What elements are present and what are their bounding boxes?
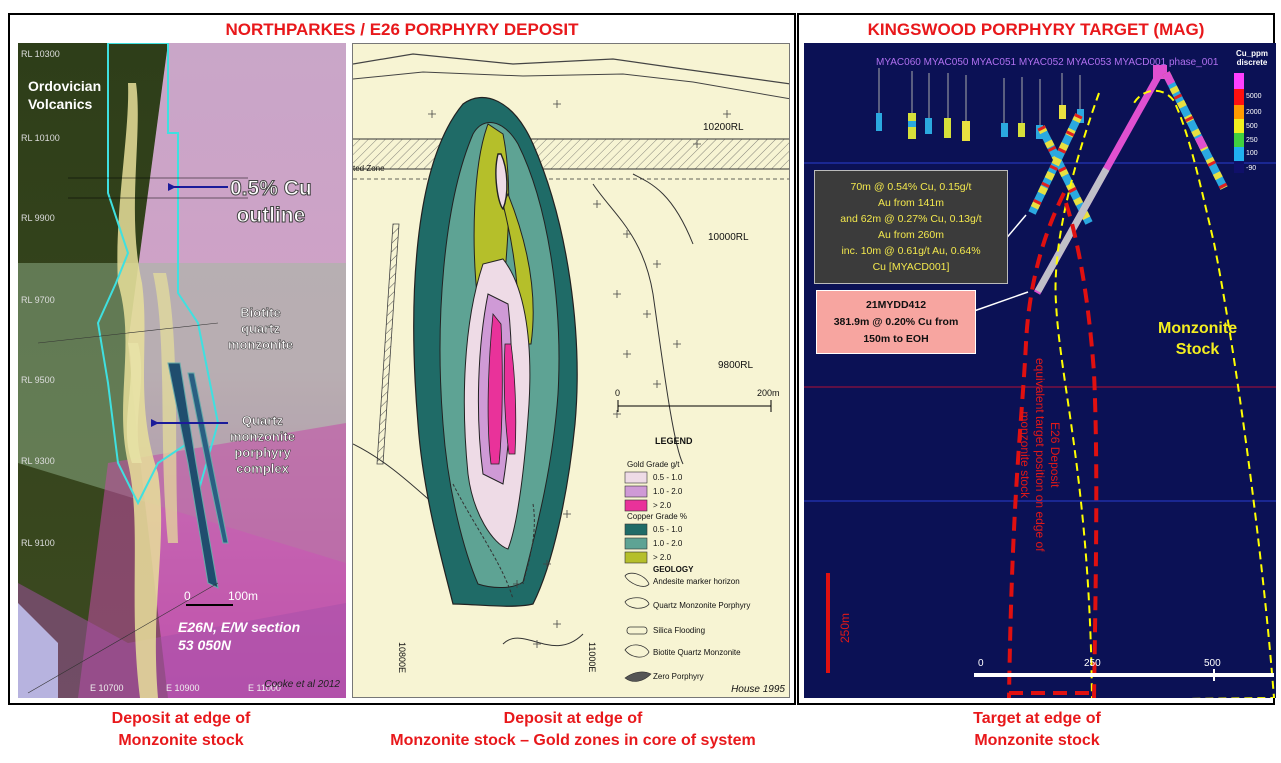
map-rl-label: 9800RL bbox=[718, 360, 753, 371]
cu-legend-bar bbox=[1234, 73, 1244, 173]
cu-legend-value: 500 bbox=[1246, 123, 1258, 130]
legend-copper-item: 0.5 - 1.0 bbox=[653, 525, 682, 534]
drill-holes bbox=[876, 68, 1084, 141]
section-figure bbox=[18, 43, 346, 698]
legend-geology-item: Zero Porphyry bbox=[653, 672, 704, 681]
right-title: KINGSWOOD PORPHYRY TARGET (MAG) bbox=[799, 20, 1273, 40]
scale-bar-label: 250m bbox=[838, 613, 852, 643]
hole-label: MYAC060 bbox=[876, 57, 921, 68]
credit-cooke: Cooke et al 2012 bbox=[264, 679, 340, 690]
rl-label: RL 10100 bbox=[21, 133, 60, 143]
rl-label: RL 9500 bbox=[21, 375, 55, 385]
legend-gold-item: > 2.0 bbox=[653, 501, 671, 510]
scale-zero: 0 bbox=[184, 589, 191, 603]
cu-legend-value: 100 bbox=[1246, 150, 1258, 157]
map-e-label: 11000E bbox=[587, 642, 597, 672]
legend-geology-item: Andesite marker horizon bbox=[653, 577, 740, 586]
zone-label: ted Zone bbox=[353, 164, 385, 173]
rl-label: RL 9300 bbox=[21, 456, 55, 466]
legend-title: LEGEND bbox=[655, 436, 693, 446]
hole-label: phase_001 bbox=[1169, 57, 1219, 68]
map-scale-zero: 0 bbox=[615, 388, 620, 398]
map-rl-label: 10200RL bbox=[703, 122, 744, 133]
hole-label: MYAC050 bbox=[924, 57, 969, 68]
hole-label: MYACD001 bbox=[1114, 57, 1166, 68]
map-rl-label: 10000RL bbox=[708, 232, 749, 243]
cu-legend-value: 5000 bbox=[1246, 93, 1262, 100]
rl-label: RL 9100 bbox=[21, 538, 55, 548]
axis-label: 250 bbox=[1084, 658, 1101, 669]
legend-gold-item: 0.5 - 1.0 bbox=[653, 473, 682, 482]
hole-labels: MYAC060 MYAC050 MYAC051 MYAC052 MYAC053 … bbox=[876, 57, 1218, 68]
scale-label: 100m bbox=[228, 589, 258, 603]
legend-geology-item: Biotite Quartz Monzonite bbox=[653, 648, 741, 657]
axis-label: 500 bbox=[1204, 658, 1221, 669]
rl-label: RL 9700 bbox=[21, 295, 55, 305]
axis-label: 0 bbox=[978, 658, 984, 669]
map-figure bbox=[353, 44, 790, 698]
e-label: E 10900 bbox=[166, 683, 200, 693]
cu-legend-value: 2000 bbox=[1246, 109, 1262, 116]
e-label: E 10700 bbox=[90, 683, 124, 693]
copper-grade-title: Copper Grade % bbox=[627, 512, 687, 521]
map-e-label: 10800E bbox=[397, 642, 407, 673]
legend-geology-item: Quartz Monzonite Porphyry bbox=[653, 601, 750, 610]
cu-legend-value: 250 bbox=[1246, 137, 1258, 144]
legend-geology-item: Silica Flooding bbox=[653, 626, 705, 635]
map-panel: 10200RL 10000RL 9800RL ted Zone 0 200m 1… bbox=[352, 43, 790, 698]
legend-copper-item: > 2.0 bbox=[653, 553, 671, 562]
rl-label: RL 10300 bbox=[21, 49, 60, 59]
kingswood-panel: MYAC060 MYAC050 MYAC051 MYAC052 MYAC053 … bbox=[804, 43, 1276, 698]
legend-copper-item: 1.0 - 2.0 bbox=[653, 539, 682, 548]
gold-grade-title: Gold Grade g/t bbox=[627, 460, 679, 469]
hole-label: MYAC051 bbox=[971, 57, 1016, 68]
geology-title: GEOLOGY bbox=[653, 565, 693, 574]
left-title: NORTHPARKES / E26 PORPHYRY DEPOSIT bbox=[10, 20, 794, 40]
hole-label: MYAC053 bbox=[1067, 57, 1112, 68]
section-panel: RL 10300 RL 10100 RL 9900 RL 9700 RL 950… bbox=[18, 43, 346, 698]
credit-house: House 1995 bbox=[731, 684, 785, 695]
legend-gold-item: 1.0 - 2.0 bbox=[653, 487, 682, 496]
map-scale-label: 200m bbox=[757, 388, 780, 398]
hole-label: MYAC052 bbox=[1019, 57, 1064, 68]
rl-label: RL 9900 bbox=[21, 213, 55, 223]
cu-legend-value: -90 bbox=[1246, 165, 1256, 172]
